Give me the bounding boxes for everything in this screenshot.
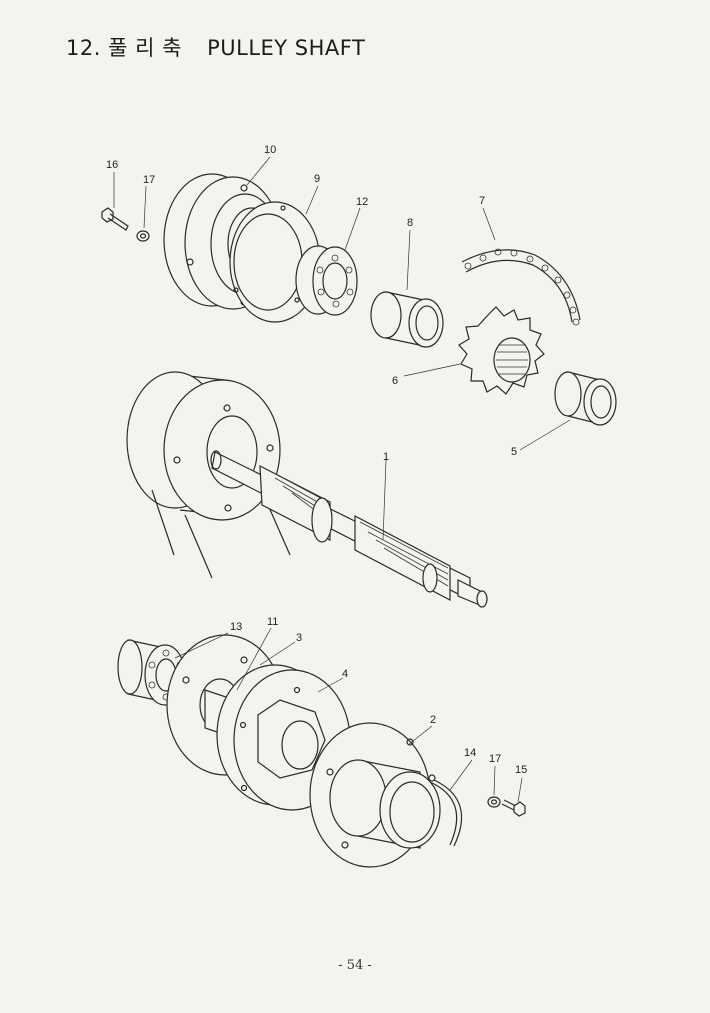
- callout-13: 13: [230, 621, 242, 633]
- callout-8: 8: [407, 217, 413, 229]
- part-7-chain: [461, 248, 581, 326]
- callout-5: 5: [511, 446, 517, 458]
- callout-7: 7: [479, 195, 485, 207]
- callout-14: 14: [464, 747, 476, 759]
- part-2-housing: [309, 722, 441, 868]
- section-number: 12.: [66, 36, 101, 60]
- part-17-washer-top: [136, 230, 150, 242]
- part-13-bearing: [117, 639, 186, 706]
- part-16-bolt: [101, 207, 129, 231]
- part-14-snap-ring: [429, 779, 463, 847]
- callout-6: 6: [392, 375, 398, 387]
- callout-3: 3: [296, 632, 302, 644]
- callout-17-bottom: 17: [489, 753, 501, 765]
- callout-15: 15: [515, 764, 527, 776]
- leader-lines: [113, 156, 571, 803]
- callout-10: 10: [264, 144, 276, 156]
- part-15-bolt: [501, 799, 526, 817]
- part-17-washer-bottom: [487, 796, 501, 808]
- callout-1: 1: [383, 451, 389, 463]
- part-6-sprocket: [458, 306, 545, 395]
- korean-title: 풀 리 축: [108, 36, 182, 60]
- callout-12: 12: [356, 196, 368, 208]
- page-number: - 54 -: [338, 958, 372, 973]
- part-1-shaft: [210, 450, 488, 608]
- callout-17-top: 17: [143, 174, 155, 186]
- part-12-bearing: [295, 245, 358, 316]
- page-title: 12. 풀 리 축 PULLEY SHAFT: [66, 32, 365, 62]
- callout-9: 9: [314, 173, 320, 185]
- part-8-bushing: [370, 291, 444, 348]
- callout-4: 4: [342, 668, 348, 680]
- english-title: PULLEY SHAFT: [207, 36, 366, 60]
- callout-2: 2: [430, 714, 436, 726]
- callout-16: 16: [106, 159, 118, 171]
- part-5-spacer: [554, 371, 617, 426]
- callout-11: 11: [267, 616, 278, 628]
- part-4-clutch: [216, 664, 351, 811]
